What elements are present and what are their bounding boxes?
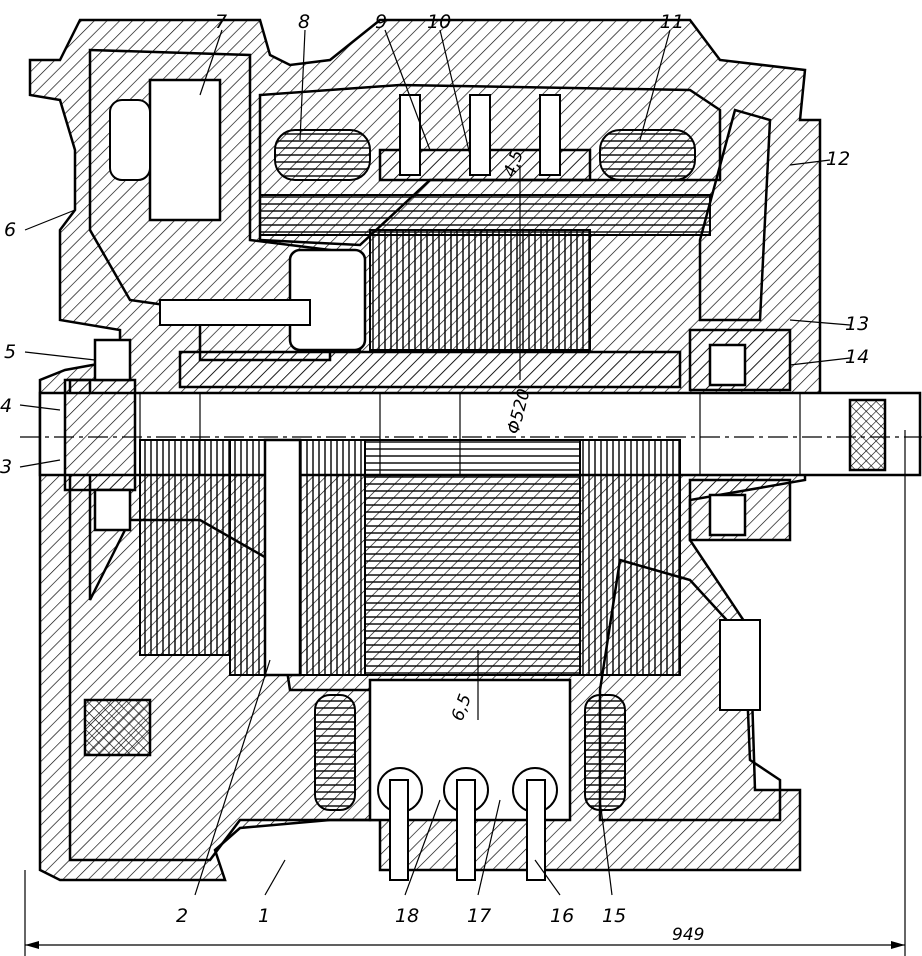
label-5: 5 [4, 341, 16, 363]
label-14: 14 [845, 346, 869, 368]
label-9: 9 [375, 11, 387, 33]
upper-rotor-section [109, 78, 711, 389]
label-1: 1 [258, 905, 270, 927]
label-8: 8 [298, 11, 310, 33]
label-3: 3 [0, 456, 12, 478]
label-10: 10 [427, 11, 451, 33]
label-4: 4 [0, 395, 12, 417]
label-12: 12 [826, 148, 850, 170]
label-2: 2 [176, 905, 188, 927]
label-18: 18 [395, 905, 419, 927]
label-7: 7 [215, 11, 227, 33]
dimension-overall-length: 949 [672, 925, 704, 945]
dimension-lines [24, 165, 906, 956]
bearings [63, 328, 792, 542]
lower-armature-section [83, 438, 761, 881]
label-15: 15 [602, 905, 626, 927]
label-17: 17 [467, 905, 491, 927]
label-16: 16 [550, 905, 574, 927]
label-13: 13 [845, 313, 869, 335]
label-6: 6 [4, 219, 16, 241]
leader-lines [19, 29, 851, 896]
label-11: 11 [660, 11, 684, 33]
